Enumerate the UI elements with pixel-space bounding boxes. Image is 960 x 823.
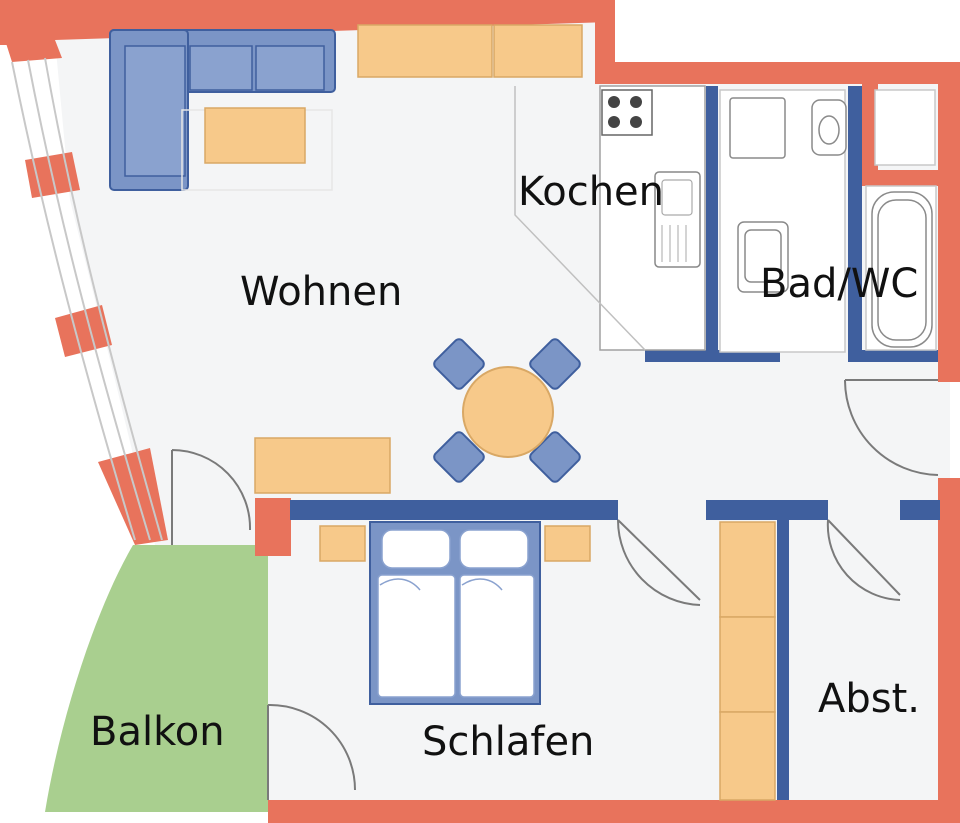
dining-table bbox=[462, 366, 554, 458]
bedroom-balcony-door bbox=[267, 703, 356, 800]
entrance-door bbox=[844, 379, 939, 476]
room-label-balkon: Balkon bbox=[90, 709, 225, 755]
storage-door bbox=[826, 519, 901, 601]
interior-walls bbox=[290, 86, 940, 800]
sink-icon bbox=[654, 171, 701, 268]
room-label-schlafen: Schlafen bbox=[422, 719, 594, 765]
dining-set bbox=[433, 338, 581, 483]
double-bed bbox=[319, 521, 591, 705]
nightstand-right bbox=[544, 525, 591, 562]
coffee-table bbox=[204, 107, 306, 164]
sofa bbox=[109, 29, 336, 191]
stove-icon bbox=[601, 89, 653, 136]
room-label-kochen: Kochen bbox=[518, 169, 664, 215]
bathtub-icon bbox=[871, 191, 933, 348]
facade-window bbox=[11, 57, 163, 541]
washbasin-icon bbox=[737, 221, 789, 293]
sideboard bbox=[254, 437, 391, 494]
wardrobe bbox=[719, 521, 776, 801]
room-label-abst: Abst. bbox=[818, 676, 920, 722]
bedroom-door bbox=[617, 519, 701, 606]
wall-cabinets bbox=[357, 24, 583, 78]
kitchen-counter bbox=[514, 85, 706, 351]
room-label-bad-wc: Bad/WC bbox=[760, 261, 918, 307]
bathroom-fixtures bbox=[719, 89, 937, 353]
nightstand-left bbox=[319, 525, 366, 562]
balcony-door bbox=[171, 449, 252, 545]
balcony-area bbox=[45, 545, 268, 812]
room-label-wohnen: Wohnen bbox=[240, 269, 402, 315]
washing-machine-icon bbox=[729, 97, 786, 159]
